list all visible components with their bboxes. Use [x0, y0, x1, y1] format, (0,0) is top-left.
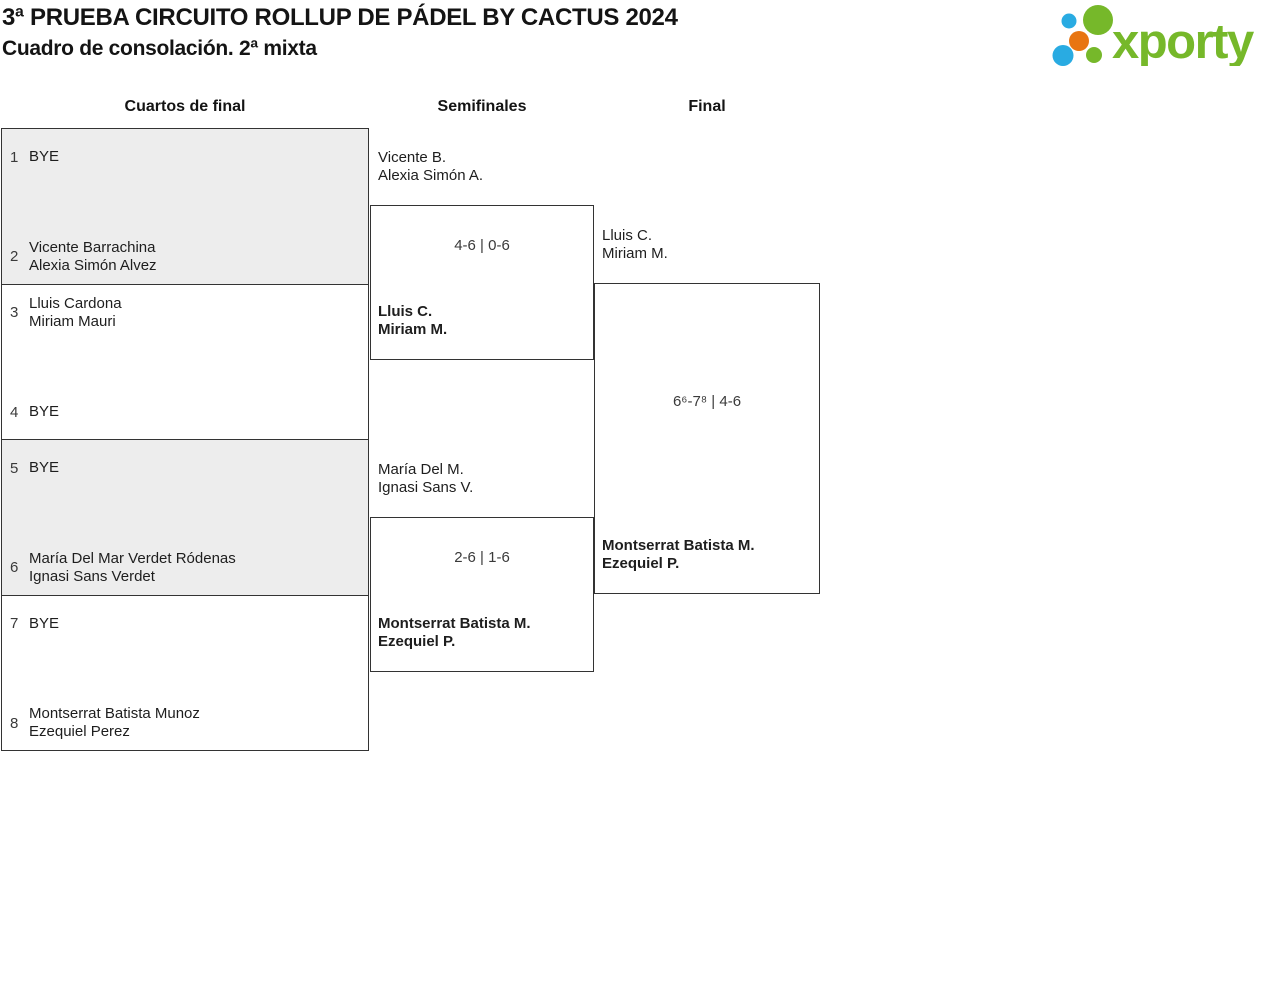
column-header-quarterfinals: Cuartos de final	[124, 98, 246, 115]
semifinal-2-top-team: María Del M.Ignasi Sans V.	[378, 461, 474, 496]
team-names: BYE	[29, 614, 60, 632]
team-slot-seed-7: 7 BYE	[10, 615, 364, 633]
team-slot-seed-1: 1 BYE	[10, 148, 364, 166]
final-score: 6⁶-7⁸ | 4-6	[672, 393, 742, 410]
column-header-final: Final	[688, 98, 726, 115]
semifinal-2-score: 2-6 | 1-6	[454, 549, 510, 566]
seed-number: 4	[10, 403, 19, 421]
seed-number: 6	[10, 559, 19, 576]
page-subtitle: Cuadro de consolación. 2ª mixta	[2, 37, 317, 60]
team-names: BYE	[29, 403, 60, 420]
semifinal-2-bottom-team: Montserrat Batista M.Ezequiel P.	[378, 615, 531, 650]
final-box: Lluis C.Miriam M. 6⁶-7⁸ | 4-6 Montserrat…	[594, 227, 820, 594]
logo-dot-green-small	[1086, 47, 1102, 63]
logo-dot-green-large	[1083, 5, 1113, 35]
seed-number: 7	[10, 615, 19, 632]
semifinal-1-top-team: Vicente B.Alexia Simón A.	[378, 149, 484, 184]
team-slot-seed-4: 4 BYE	[10, 403, 364, 421]
final-top-team: Lluis C.Miriam M.	[602, 227, 668, 262]
team-slot-seed-5: 5 BYE	[10, 459, 364, 477]
logo-wordmark: xporty	[1112, 15, 1254, 66]
semifinal-2-box: María Del M.Ignasi Sans V. 2-6 | 1-6 Mon…	[370, 461, 594, 672]
seed-number: 3	[10, 304, 19, 321]
team-names: BYE	[29, 148, 60, 165]
seed-number: 5	[10, 459, 19, 477]
seed-number: 2	[10, 248, 19, 265]
final-bottom-team: Montserrat Batista M.Ezequiel P.	[602, 537, 755, 572]
column-header-semifinals: Semifinales	[437, 98, 527, 115]
team-names: BYE	[29, 459, 60, 476]
seed-number: 8	[10, 714, 19, 732]
semifinal-1-score: 4-6 | 0-6	[454, 237, 510, 254]
logo-dot-blue-small	[1061, 13, 1077, 29]
logo-dot-orange	[1069, 31, 1089, 51]
semifinal-1-bottom-team: Lluis C.Miriam M.	[378, 303, 448, 338]
page-title: 3ª PRUEBA CIRCUITO ROLLUP DE PÁDEL BY CA…	[2, 4, 678, 31]
semifinal-1-box: Vicente B.Alexia Simón A. 4-6 | 0-6 Llui…	[370, 149, 594, 360]
logo-dot-blue-medium	[1052, 45, 1074, 66]
xporty-logo[interactable]: xporty	[1048, 4, 1272, 66]
seed-number: 1	[10, 148, 19, 166]
